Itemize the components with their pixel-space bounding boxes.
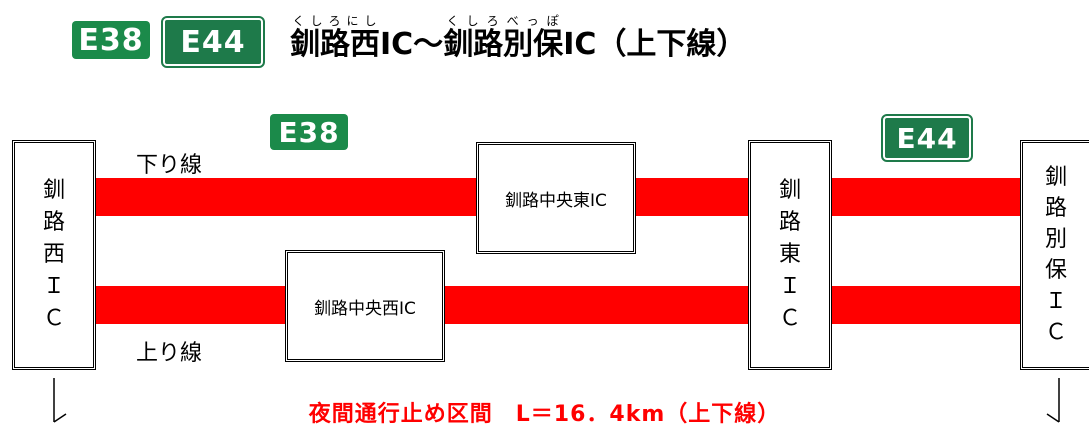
interchange-kushiro-nishi: 釧 路 西 Ｉ Ｃ <box>12 140 96 370</box>
title-ruby-segment: 釧路西くしろにし <box>290 14 380 62</box>
interchange-kushiro-chuo-higashi: 釧路中央東IC <box>476 142 636 254</box>
ic-char: Ｃ <box>778 306 801 331</box>
section-bracket <box>53 378 1060 423</box>
title-ruby-segment: 釧路別保くしろべっぽ <box>443 14 564 62</box>
down-line-label: 下り線 <box>136 153 203 178</box>
up-line-bar <box>95 286 1025 324</box>
title-furigana: くしろにし <box>290 14 380 28</box>
interchange-kushiro-chuo-nishi: 釧路中央西IC <box>285 250 445 362</box>
ic-char: 釧 <box>42 178 65 203</box>
ic-char: 釧 <box>778 178 801 203</box>
ic-char: 東 <box>778 242 801 267</box>
ic-char: 別 <box>1044 227 1067 252</box>
e44-badge: E44 <box>161 16 265 68</box>
ic-char: Ｉ <box>778 274 801 299</box>
ic-char: 路 <box>42 210 65 235</box>
interchange-kushiro-beppo: 釧 路 別 保 Ｉ Ｃ <box>1020 140 1089 370</box>
closure-section-label: 夜間通行止め区間 L＝16．4km（上下線） <box>308 402 781 427</box>
e44-route-badge: E44 <box>881 114 973 162</box>
ic-char: Ｃ <box>1044 320 1067 345</box>
ic-char: Ｉ <box>42 274 65 299</box>
title-text-segment: IC（上下線） <box>563 27 747 62</box>
up-line-label: 上り線 <box>136 341 203 366</box>
ic-char: 路 <box>1044 196 1067 221</box>
page-title: 釧路西くしろにしIC～釧路別保くしろべっぽIC（上下線） <box>290 14 746 70</box>
interchange-kushiro-higashi: 釧 路 東 Ｉ Ｃ <box>748 140 832 370</box>
e38-route-badge: E38 <box>270 114 348 150</box>
ic-char: Ｉ <box>1044 289 1067 314</box>
title-base-text: 釧路別保 <box>443 27 564 62</box>
ic-char: Ｃ <box>42 306 65 331</box>
title-furigana: くしろべっぽ <box>443 14 564 28</box>
ic-char: 路 <box>778 210 801 235</box>
title-text-segment: IC～ <box>380 27 444 62</box>
e38-badge: E38 <box>72 21 150 59</box>
ic-char: 釧 <box>1044 165 1067 190</box>
ic-char: 西 <box>42 242 65 267</box>
title-base-text: 釧路西 <box>290 27 380 62</box>
ic-char: 保 <box>1044 258 1067 283</box>
